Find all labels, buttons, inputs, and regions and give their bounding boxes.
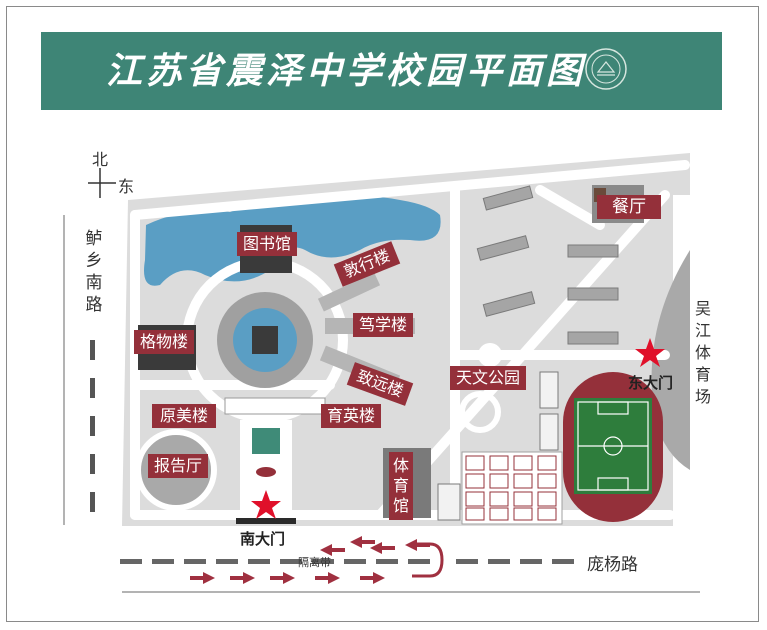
small-courts: [539, 371, 559, 451]
connecting-bridge: [224, 397, 326, 415]
south-road-dashes: [120, 559, 574, 564]
south-gate-bar: [236, 518, 296, 524]
gym-label[interactable]: 体育馆: [389, 452, 413, 520]
south-road-label: 庞杨路: [587, 555, 638, 575]
u-turn-arrow: [412, 542, 444, 578]
dunxing-block: [317, 272, 381, 312]
compass-icon: [88, 168, 116, 198]
traffic-arrows: [190, 536, 430, 584]
compass-north-label: 北: [92, 150, 109, 169]
central-pavilion: [252, 326, 278, 354]
plaza-lawn: [252, 428, 280, 454]
observatory-dome: [478, 343, 502, 367]
west-road-dashes: [90, 340, 95, 512]
yuanmei-label[interactable]: 原美楼: [152, 404, 216, 428]
report-hall-label[interactable]: 报告厅: [148, 454, 208, 478]
yuying-label[interactable]: 育英楼: [321, 404, 381, 428]
library-label[interactable]: 图书馆: [237, 232, 297, 256]
compass-east-label: 东: [118, 177, 135, 196]
basketball-courts: [437, 451, 563, 525]
east-road-label: 吴江体育场: [694, 299, 711, 406]
observatory-ring: [459, 391, 501, 433]
gewu-label[interactable]: 格物楼: [134, 330, 194, 354]
title-banner: 江苏省震泽中学校园平面图: [41, 32, 722, 110]
canteen-label[interactable]: 餐厅: [597, 195, 661, 219]
page-title: 江苏省震泽中学校园平面图: [105, 50, 586, 92]
field-lines: [577, 401, 649, 491]
map-frame: [6, 6, 759, 622]
west-road-label: 鲈乡南路: [85, 229, 103, 315]
duxue-label[interactable]: 笃学楼: [353, 313, 413, 337]
dormitory-blocks: [476, 185, 619, 345]
plaza-fountain: [256, 467, 276, 477]
south-gate-star-icon: [251, 490, 281, 519]
south-gate-label[interactable]: 南大门: [240, 530, 286, 548]
east-gate-label[interactable]: 东大门: [628, 374, 674, 392]
observatory-label[interactable]: 天文公园: [450, 366, 526, 390]
school-emblem-icon: [585, 48, 627, 90]
divider-label: 隔离带: [298, 556, 331, 569]
east-gate-star-icon: [635, 338, 665, 367]
